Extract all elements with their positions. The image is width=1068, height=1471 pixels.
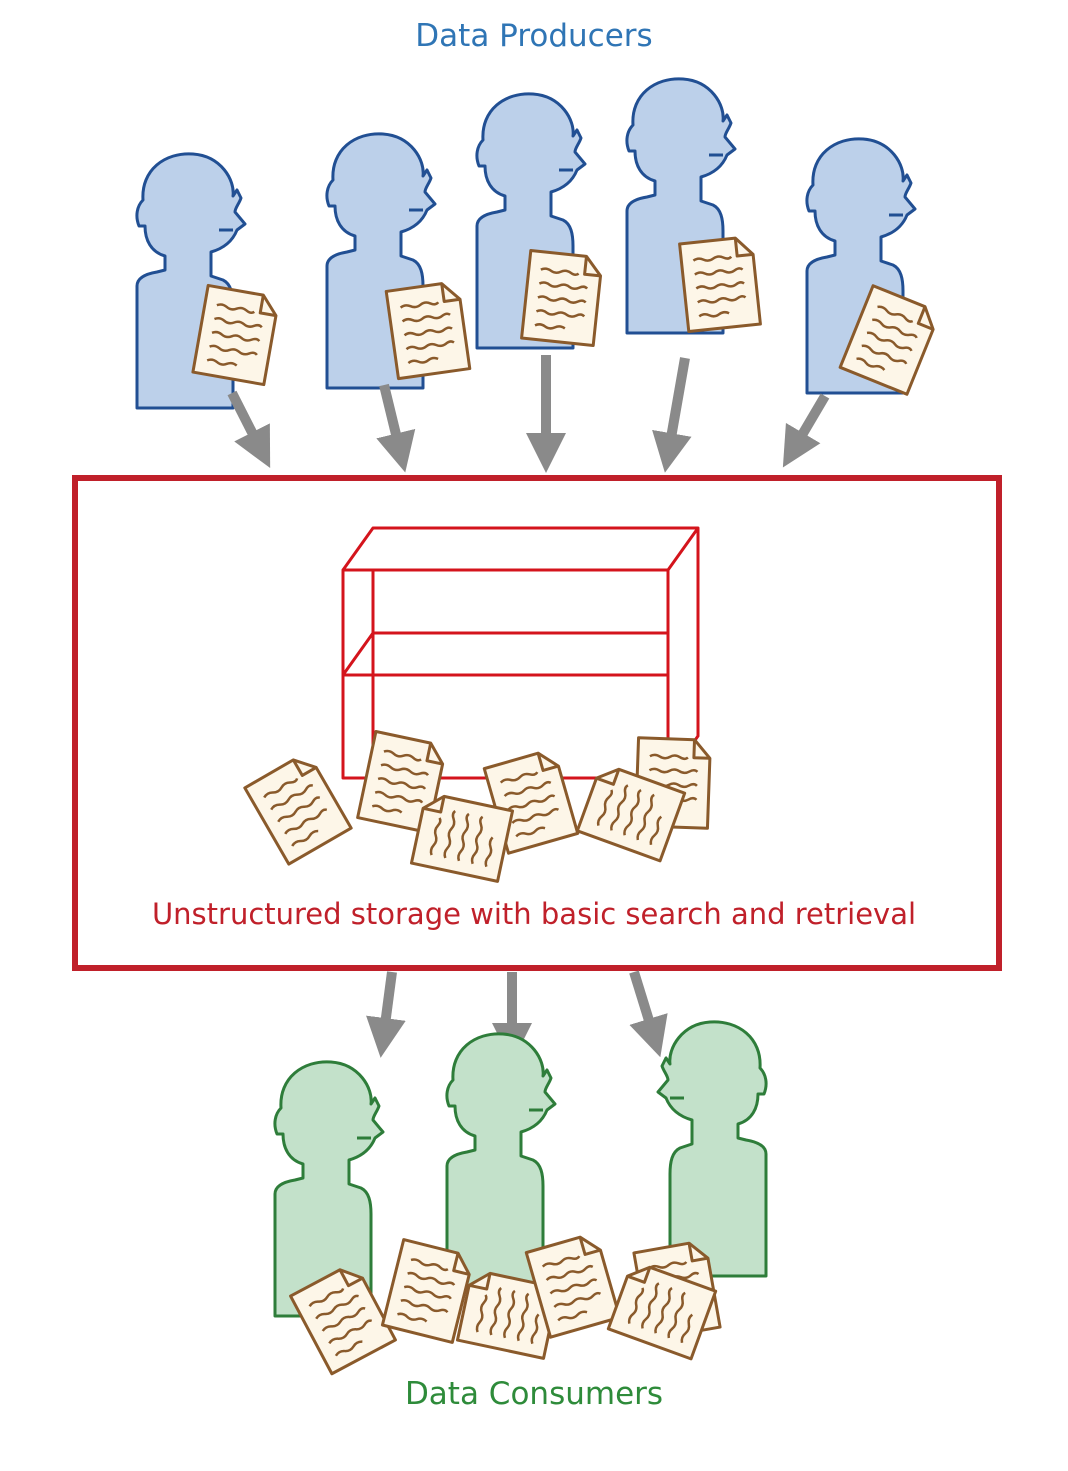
arrow-down-icon	[782, 393, 830, 468]
producer-document-icon	[520, 248, 604, 348]
inbound-arrows	[227, 355, 830, 473]
consumer-person-icon	[656, 1020, 768, 1278]
arrow-down-icon	[376, 383, 416, 473]
arrow-down-icon	[629, 970, 668, 1058]
storage-caption: Unstructured storage with basic search a…	[151, 897, 917, 931]
arrow-down-icon	[366, 971, 406, 1058]
producer-document-icon	[678, 234, 762, 334]
storage-box	[72, 475, 1002, 971]
consumers-label: Data Consumers	[404, 1376, 664, 1412]
stored-document-icon	[243, 750, 353, 866]
producers-label: Data Producers	[415, 18, 653, 54]
producer-document-icon	[384, 279, 472, 381]
arrow-down-icon	[652, 357, 692, 473]
arrow-down-icon	[227, 390, 271, 469]
producer-document-icon	[191, 283, 281, 387]
producers-group	[135, 77, 942, 410]
outbound-arrows	[366, 970, 668, 1063]
consumers-group	[273, 1020, 768, 1376]
stored-documents	[243, 729, 713, 883]
